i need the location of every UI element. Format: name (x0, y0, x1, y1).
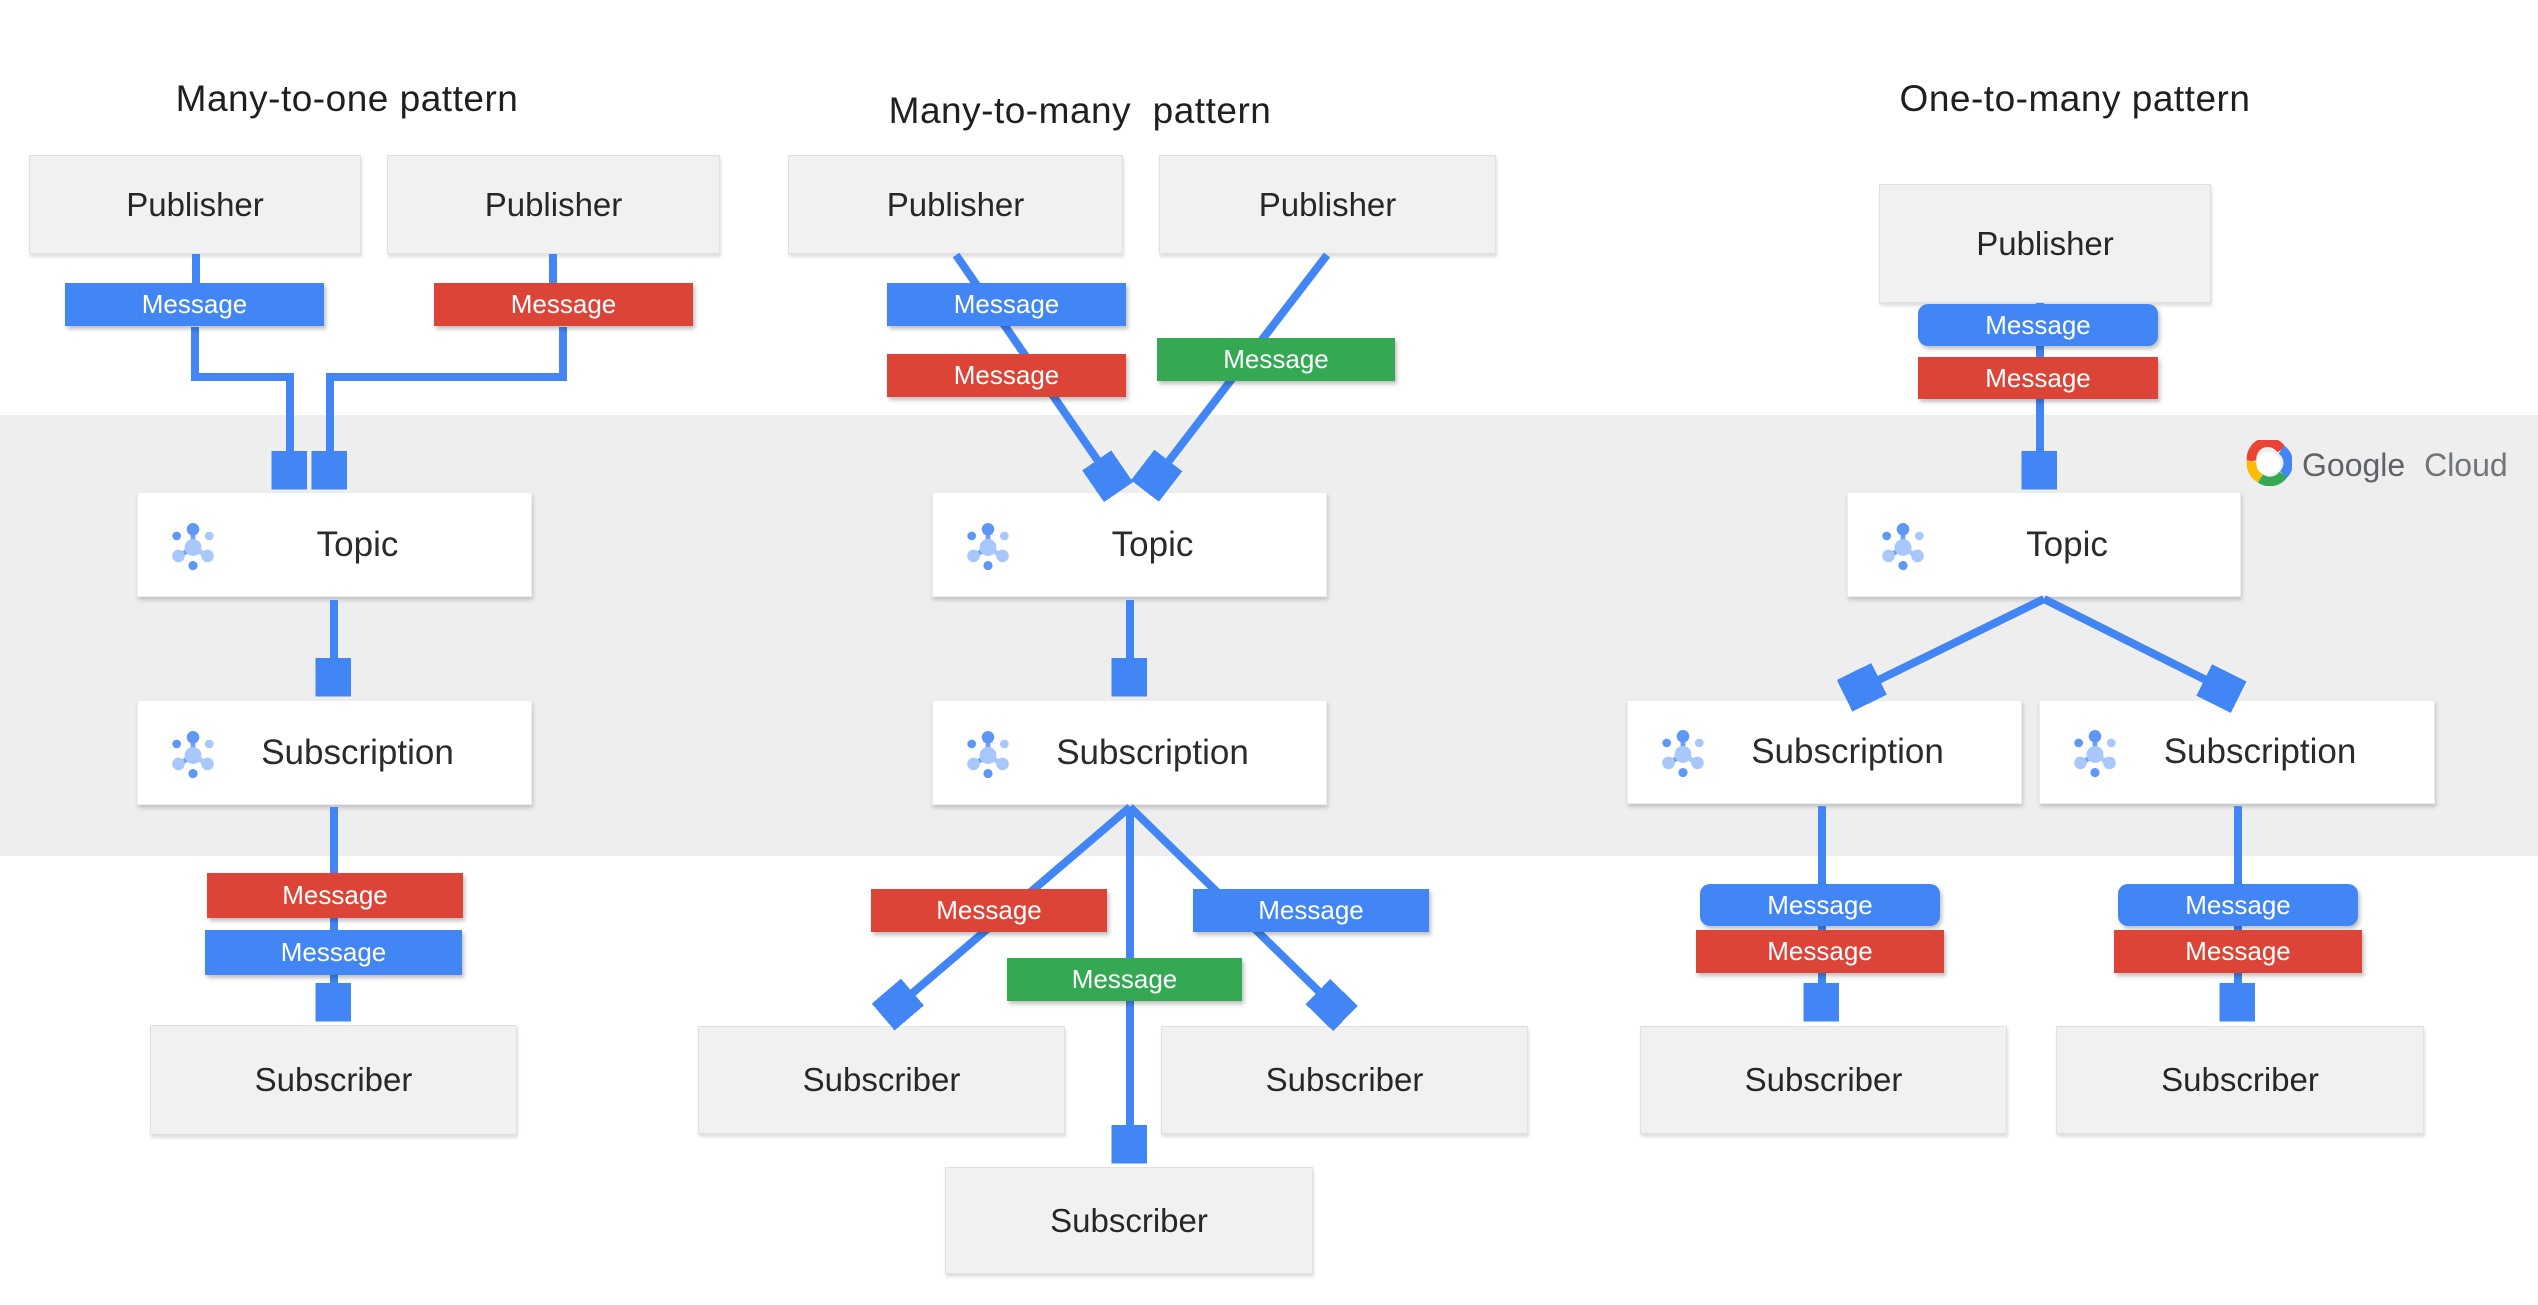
message-badge-blue: Message (205, 930, 462, 975)
pubsub-topic-icon (164, 516, 222, 574)
subscription-node: Subscription (932, 700, 1327, 805)
subscriber-box: Subscriber (2056, 1026, 2424, 1134)
logo-text-google: Google (2302, 447, 2406, 483)
google-cloud-icon (2244, 437, 2294, 491)
topic-label: Topic (316, 524, 399, 564)
pattern-3-title: One-to-many pattern (1899, 78, 2251, 119)
pubsub-subscription-icon (1654, 723, 1712, 781)
pubsub-subscription-icon (2066, 723, 2124, 781)
subscription-node: Subscription (137, 700, 532, 805)
message-badge-green: Message (1007, 958, 1242, 1001)
subscriber-box: Subscriber (698, 1026, 1065, 1134)
pubsub-topic-icon (1874, 516, 1932, 574)
subscriber-box: Subscriber (945, 1167, 1313, 1274)
topic-label: Topic (2026, 524, 2108, 564)
topic-node: Topic (1847, 492, 2241, 597)
pattern-2-title: Many-to-many pattern (888, 90, 1272, 131)
message-badge-red: Message (887, 354, 1126, 397)
pubsub-subscription-icon (959, 724, 1017, 782)
message-badge-blue: Message (2118, 884, 2358, 926)
logo-text-cloud: Cloud (2415, 447, 2508, 483)
message-badge-blue: Message (1700, 884, 1940, 926)
topic-node: Topic (137, 492, 532, 597)
publisher-box: Publisher (387, 155, 720, 254)
subscription-node: Subscription (2039, 700, 2435, 804)
message-badge-blue: Message (887, 283, 1126, 326)
message-badge-blue: Message (1918, 304, 2158, 346)
pubsub-subscription-icon (164, 724, 222, 782)
message-badge-blue: Message (1193, 889, 1429, 932)
subscription-label: Subscription (261, 732, 454, 772)
message-badge-green: Message (1157, 338, 1395, 381)
publisher-box: Publisher (1159, 155, 1496, 254)
publisher-box: Publisher (29, 155, 361, 254)
subscriber-box: Subscriber (1161, 1026, 1528, 1134)
publisher-box: Publisher (1879, 184, 2211, 303)
publisher-box: Publisher (788, 155, 1123, 254)
subscription-label: Subscription (1056, 732, 1249, 772)
message-badge-red: Message (871, 889, 1107, 932)
pubsub-topic-icon (959, 516, 1017, 574)
subscriber-box: Subscriber (1640, 1026, 2007, 1134)
pattern-1-title: Many-to-one pattern (175, 78, 519, 119)
topic-label: Topic (1111, 524, 1194, 564)
message-badge-red: Message (434, 283, 693, 326)
subscriber-box: Subscriber (150, 1025, 517, 1135)
message-badge-blue: Message (65, 283, 324, 326)
message-badge-red: Message (2114, 930, 2362, 973)
google-cloud-logo: Google Cloud (2244, 437, 2508, 491)
subscription-label: Subscription (2163, 732, 2357, 771)
subscription-node: Subscription (1627, 700, 2022, 804)
message-badge-red: Message (1696, 930, 1944, 973)
message-badge-red: Message (207, 873, 463, 918)
topic-node: Topic (932, 492, 1327, 597)
message-badge-red: Message (1918, 357, 2158, 399)
subscription-label: Subscription (1751, 732, 1944, 771)
